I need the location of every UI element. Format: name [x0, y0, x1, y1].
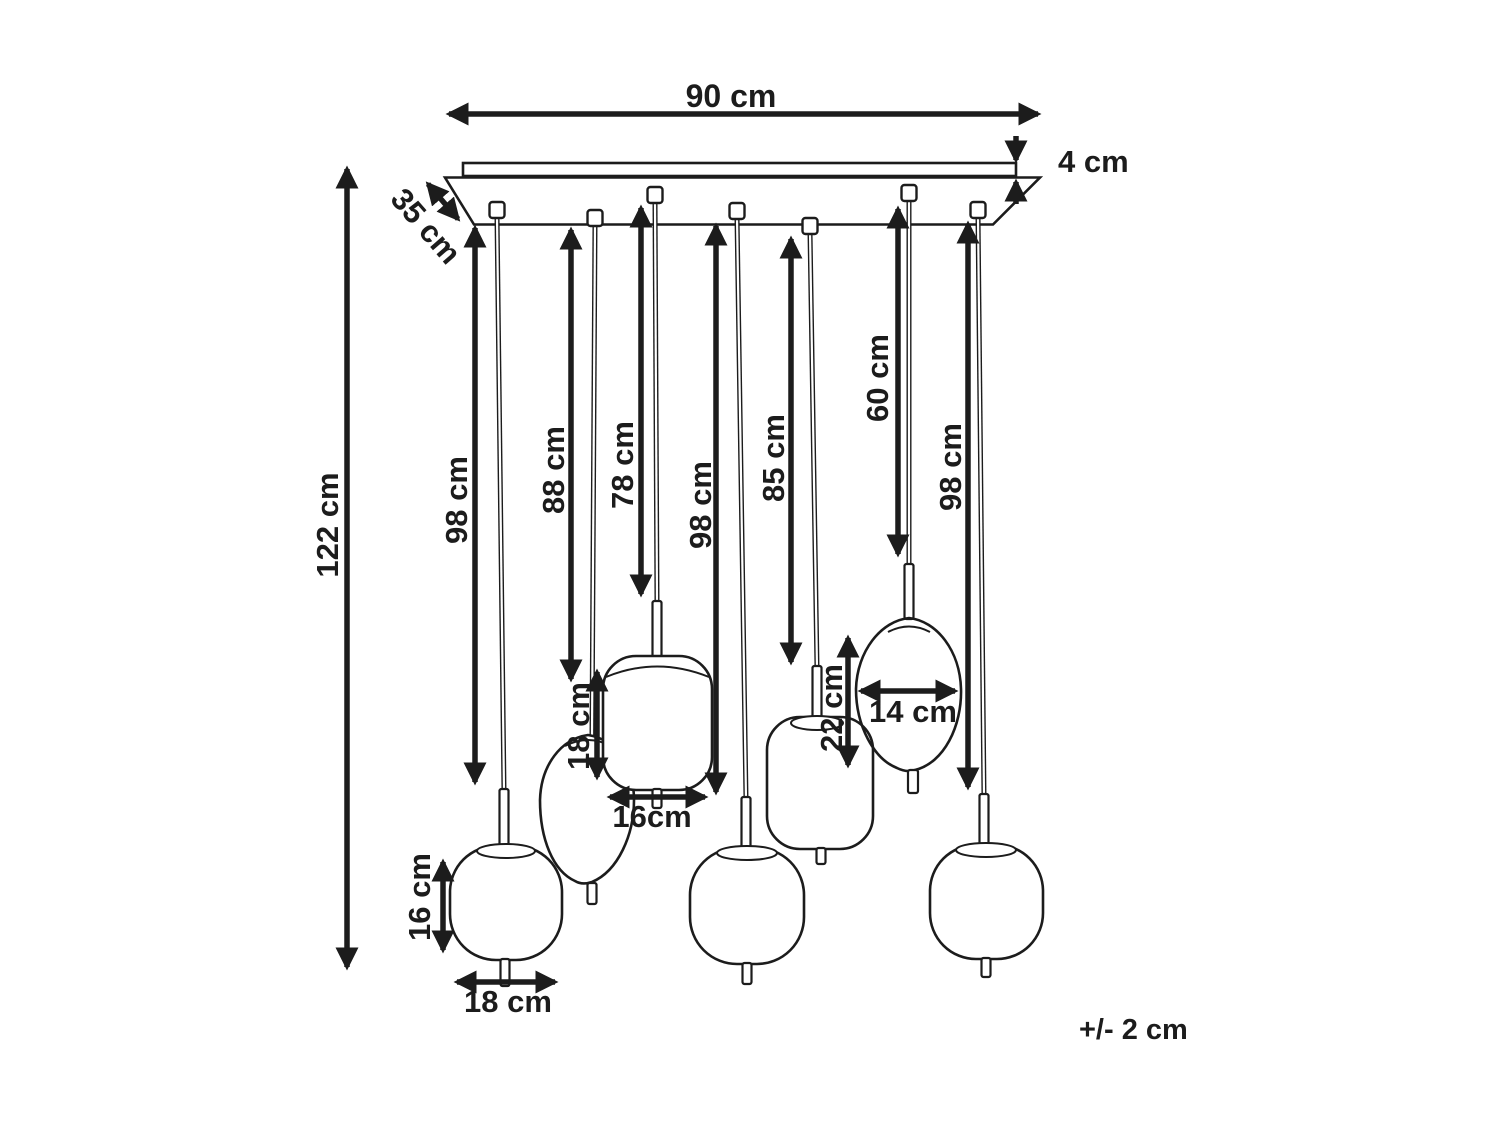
label-cord-6: 60 cm — [860, 334, 895, 422]
shade-globe-1-cap — [476, 843, 536, 859]
shade-globe-3-cap — [955, 842, 1017, 858]
shade-lantern-cap — [605, 665, 710, 678]
shade-lantern-body — [601, 654, 714, 792]
cord-7 — [975, 215, 987, 797]
plug-7 — [969, 200, 987, 220]
canopy-top-plate — [461, 161, 1018, 178]
shade-teardrop-low-bottom-stem — [586, 881, 598, 906]
label-canopy-width: 90 cm — [686, 78, 777, 114]
label-tolerance: +/- 2 cm — [1079, 1014, 1188, 1046]
shade-globe-3-bottom-stem — [980, 956, 992, 979]
cord-3 — [652, 200, 660, 604]
shade-globe-1-body — [448, 844, 564, 962]
dimension-arrows — [335, 102, 1042, 994]
cord-2 — [589, 223, 598, 737]
label-cord-4: 98 cm — [683, 461, 718, 549]
shade-globe-3-body — [928, 843, 1045, 961]
shade-lantern-top-stem — [651, 599, 663, 659]
label-cord-1: 98 cm — [439, 456, 474, 544]
label-globe-width: 18 cm — [464, 984, 552, 1019]
label-lantern-height: 18 cm — [561, 682, 596, 770]
label-canopy-height: 4 cm — [1058, 144, 1129, 179]
shade-globe-1 — [448, 787, 564, 988]
plug-6 — [900, 183, 918, 203]
shade-globe-1-top-stem — [498, 787, 510, 849]
shade-globe-2-body — [688, 846, 806, 966]
cord-2-core — [590, 223, 597, 737]
shade-globe-2 — [688, 795, 806, 986]
plug-5 — [801, 216, 819, 236]
cord-4 — [734, 216, 749, 800]
label-oval-height: 22 cm — [814, 664, 849, 752]
label-cord-5: 85 cm — [756, 414, 791, 502]
shade-teardrop-bottom-stem — [906, 768, 920, 795]
label-teardrop-width: 14 cm — [869, 694, 957, 729]
cord-1-core — [495, 215, 506, 792]
label-cord-3: 78 cm — [605, 421, 640, 509]
label-overall-height: 122 cm — [310, 472, 345, 577]
cord-5-core — [808, 231, 819, 669]
shade-oval-bottom-stem — [815, 846, 827, 866]
cord-1 — [494, 215, 507, 792]
shade-globe-2-cap — [716, 845, 778, 861]
cord-5 — [807, 231, 820, 669]
dim-arrow-canopy-depth — [425, 181, 461, 222]
label-cord-2: 88 cm — [536, 426, 571, 514]
shade-globe-2-top-stem — [740, 795, 752, 853]
label-cord-7: 98 cm — [933, 423, 968, 511]
cord-3-core — [653, 200, 659, 604]
label-lantern-width: 16cm — [612, 799, 691, 834]
label-globe-height: 16 cm — [402, 853, 437, 941]
cord-4-core — [735, 216, 748, 800]
plug-4 — [728, 201, 746, 221]
plug-2 — [586, 208, 604, 228]
shade-globe-3 — [928, 792, 1045, 979]
shade-teardrop-cap — [887, 625, 931, 633]
shade-globe-2-bottom-stem — [741, 961, 753, 986]
shade-globe-3-top-stem — [978, 792, 990, 849]
plug-1 — [488, 200, 506, 220]
shade-teardrop-top-stem — [903, 562, 915, 621]
plug-3 — [646, 185, 664, 205]
cord-plugs — [488, 183, 987, 236]
shade-lantern — [601, 599, 714, 810]
